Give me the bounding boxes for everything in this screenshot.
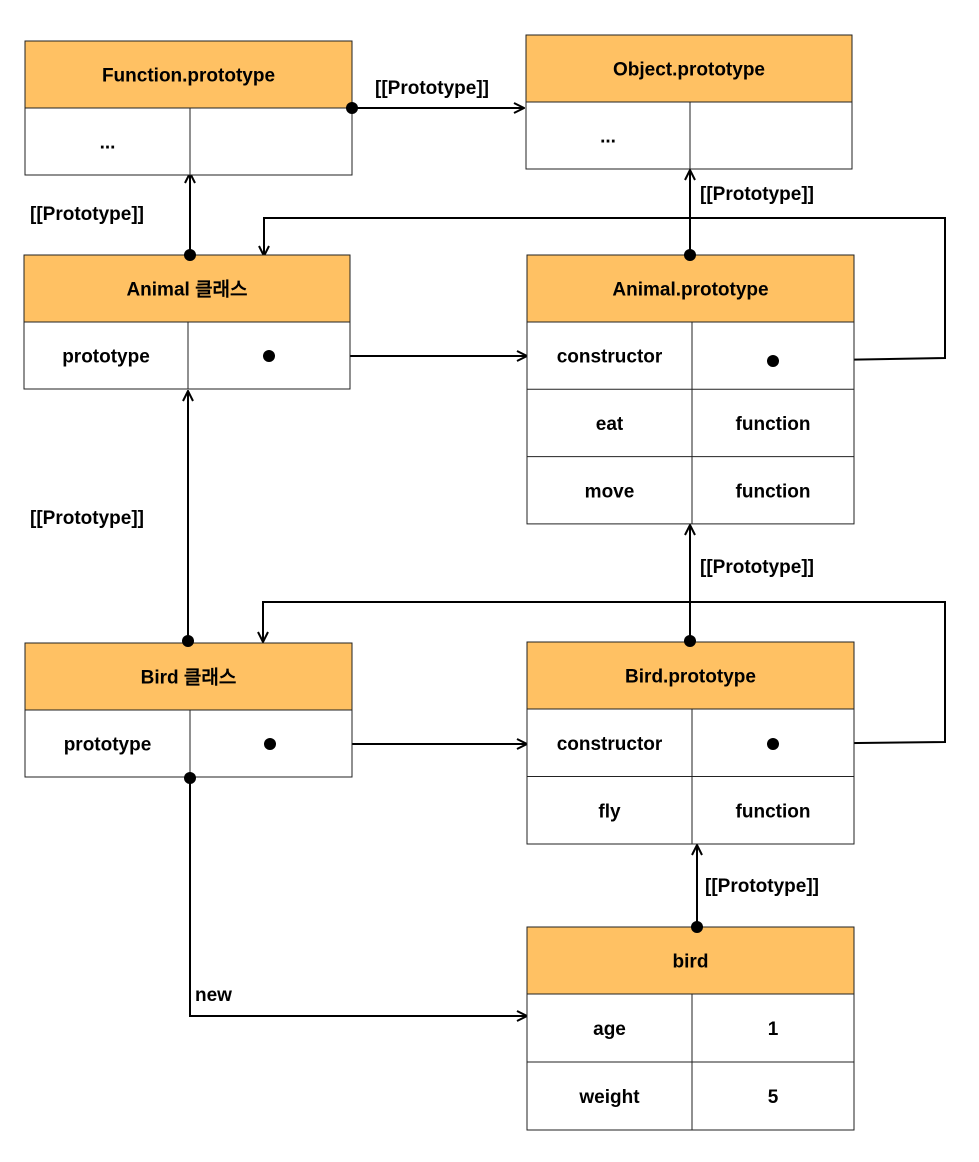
box-title: Bird 클래스 [141,667,237,689]
box-object-prototype: Object.prototype... [525,34,853,170]
box-header [526,641,855,710]
edge-line [189,778,527,1016]
row-value: 5 [768,1087,779,1108]
edge-start-dot [691,921,703,933]
row-key: ... [100,133,116,154]
edge-label: [[Prototype]] [375,78,489,99]
edge-start-dot [264,738,276,750]
row-key: constructor [557,734,663,755]
box-title: Animal.prototype [612,280,768,301]
row-key: fly [598,801,621,822]
edge-bird-proto-constructor-ref [263,601,946,745]
row-value: function [736,801,811,822]
edge-label: [[Prototype]] [700,184,814,205]
edge-bird-class-new: new [189,778,527,1016]
edge-line [264,217,946,362]
row-value: function [736,414,811,435]
box-bird-class: Bird 클래스 prototype [24,642,353,778]
row-value: function [736,481,811,502]
edge-start-dot [182,635,194,647]
box-bird-prototype: Bird.prototype constructor fly function [526,641,855,845]
row-key: prototype [62,347,150,368]
edge-label: [[Prototype]] [30,204,144,225]
edge-bird-class-to-animal-class: [[Prototype]] [30,391,188,641]
box-function-prototype: Function.prototype... [24,40,353,176]
box-animal-class: Animal 클래스 prototype [23,254,351,390]
box-title: Animal 클래스 [126,279,247,301]
edge-start-dot [263,350,275,362]
edge-label: [[Prototype]] [705,876,819,897]
edge-start-dot [184,249,196,261]
box-title: Function.prototype [102,66,275,87]
edge-label: [[Prototype]] [30,508,144,529]
box-header [526,926,855,995]
box-header [526,254,855,323]
box-header [24,40,353,109]
row-key: constructor [557,347,663,368]
edge-start-dot [346,102,358,114]
box-header [525,34,853,103]
box-title: bird [673,952,709,973]
edge-line [263,601,946,745]
edge-start-dot [767,738,779,750]
edge-start-dot [184,772,196,784]
box-title: Object.prototype [613,60,765,81]
row-value: 1 [768,1019,779,1040]
box-title: Bird.prototype [625,667,756,688]
row-key: ... [600,127,616,148]
row-key: move [585,481,635,502]
edge-function-proto-to-object-proto: [[Prototype]] [352,78,524,108]
row-key: eat [596,414,624,435]
box-header [23,254,351,323]
box-header [24,642,353,711]
edge-label: new [195,985,232,1006]
edge-animal-proto-to-object-proto: [[Prototype]] [690,170,814,255]
box-bird-instance: bird age 1 weight 5 [526,926,855,1131]
box-animal-prototype: Animal.prototype constructor eat function mo… [526,254,855,525]
row-key: prototype [64,735,152,756]
edge-label: [[Prototype]] [700,557,814,578]
row-key: weight [578,1087,640,1108]
edge-start-dot [684,249,696,261]
edge-bird-proto-to-animal-proto: [[Prototype]] [690,525,814,641]
row-key: age [593,1019,626,1040]
edge-bird-to-bird-proto: [[Prototype]] [697,845,819,927]
edge-animal-proto-constructor-ref [264,217,946,362]
edge-animal-class-to-function-proto: [[Prototype]] [30,173,190,255]
edge-start-dot [684,635,696,647]
edge-start-dot [767,355,779,367]
